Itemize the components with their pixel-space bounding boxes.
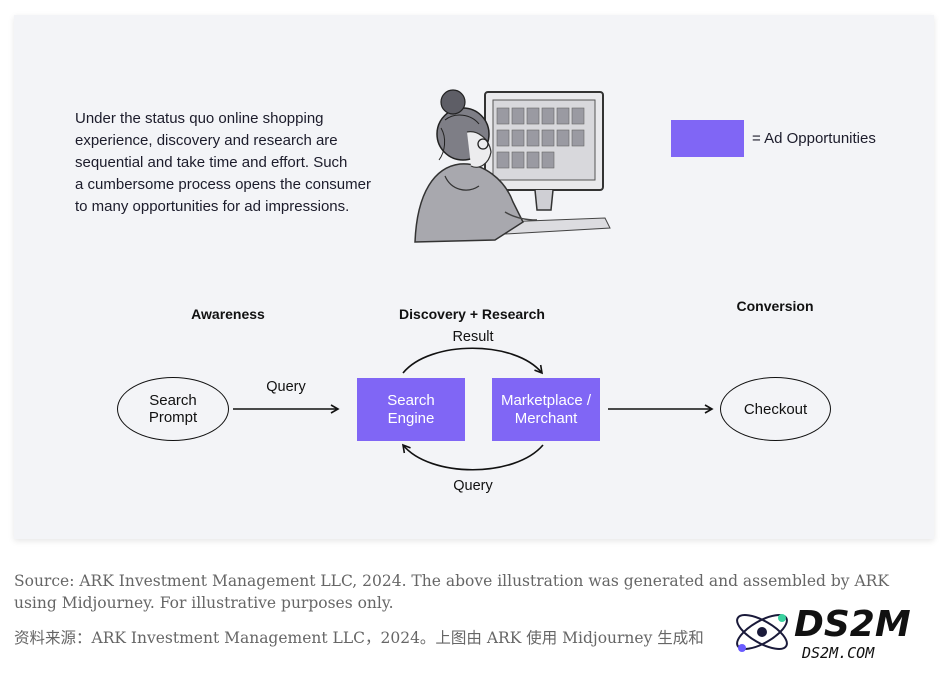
source-caption-chinese: 资料来源：ARK Investment Management LLC，2024。… xyxy=(14,629,704,647)
node-search-prompt: Search Prompt xyxy=(117,377,229,441)
arrow-result xyxy=(402,347,544,375)
svg-text:DS2M.COM: DS2M.COM xyxy=(801,644,875,662)
shopper-illustration xyxy=(414,89,611,243)
node-search-engine: Search Engine xyxy=(357,378,465,441)
stage-awareness: Awareness xyxy=(191,306,265,322)
diagram-panel xyxy=(14,15,934,539)
watermark-logo: DS2M DS2M.COM xyxy=(712,600,950,668)
label-query-top: Query xyxy=(266,379,306,395)
svg-text:DS2M: DS2M xyxy=(794,604,911,645)
legend-label: = Ad Opportunities xyxy=(752,130,876,147)
stage-conversion: Conversion xyxy=(736,298,814,314)
arrow-query-back xyxy=(401,443,544,471)
legend: = Ad Opportunities xyxy=(671,120,876,157)
node-marketplace-merchant: Marketplace / Merchant xyxy=(492,378,600,441)
label-query-bottom: Query xyxy=(453,478,493,494)
intro-text: Under the status quo online shopping exp… xyxy=(75,110,371,215)
atom-icon: DS2M DS2M.COM xyxy=(736,604,911,662)
node-checkout: Checkout xyxy=(720,377,831,441)
label-result: Result xyxy=(452,329,494,345)
stage-discovery: Discovery + Research xyxy=(399,306,545,322)
source-caption: Source: ARK Investment Management LLC, 2… xyxy=(14,572,889,612)
legend-swatch xyxy=(671,120,744,157)
